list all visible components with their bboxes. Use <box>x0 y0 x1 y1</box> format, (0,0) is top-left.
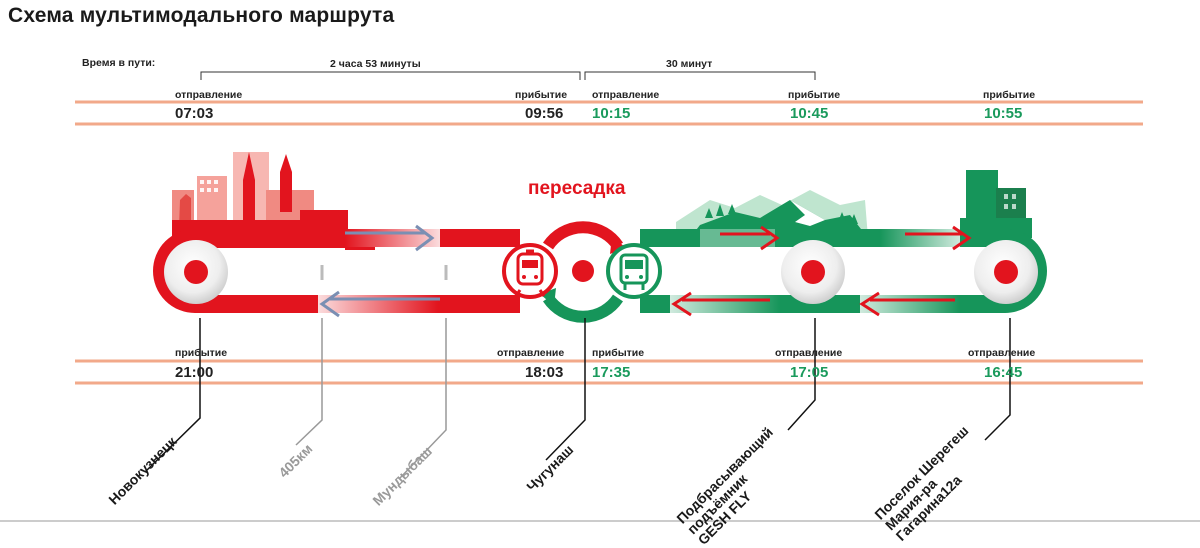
forward-departure-label-1: отправление <box>175 89 243 101</box>
bus-icon <box>606 243 662 299</box>
timeline-return <box>75 359 1143 385</box>
arrow-forward-train <box>345 224 435 252</box>
route-diagram <box>0 71 1200 522</box>
return-time-3: 17:35 <box>592 364 631 381</box>
arrow-forward-bus-1 <box>720 225 780 251</box>
return-arrival-label-1: прибытие <box>175 347 228 359</box>
page-title: Схема мультимодального маршрута <box>8 4 395 27</box>
return-departure-label-4: отправление <box>775 347 843 359</box>
train-icon <box>502 243 558 299</box>
forward-arrival-label-4: прибытие <box>788 89 841 101</box>
forward-time-5: 10:55 <box>984 105 1023 122</box>
arrow-return-bus-2 <box>859 291 955 317</box>
forward-time-1: 07:03 <box>175 105 214 122</box>
timeline-forward <box>75 100 1143 126</box>
mountain-illustration <box>676 190 868 238</box>
return-time-5: 16:45 <box>984 364 1023 381</box>
travel-time-bracket-2 <box>584 71 816 80</box>
travel-time-label: Время в пути: <box>82 57 156 69</box>
return-departure-label-2: отправление <box>497 347 565 359</box>
forward-arrival-label-2: прибытие <box>515 89 568 101</box>
station-novokuznetsk <box>164 240 228 304</box>
station-lift <box>781 240 845 304</box>
return-time-4: 17:05 <box>790 364 829 381</box>
forward-time-4: 10:45 <box>790 105 829 122</box>
arrow-forward-bus-2 <box>905 225 972 251</box>
stop-leader-lines <box>144 318 1011 479</box>
transfer-hub <box>540 221 626 323</box>
travel-time-segment2: 30 минут <box>666 58 713 70</box>
transfer-label: пересадка <box>528 178 626 199</box>
forward-time-3: 10:15 <box>592 105 631 122</box>
travel-time-bracket-1 <box>200 71 581 80</box>
forward-arrival-label-5: прибытие <box>983 89 1036 101</box>
forward-departure-label-3: отправление <box>592 89 660 101</box>
arrow-return-train <box>319 290 440 318</box>
return-arrival-label-3: прибытие <box>592 347 645 359</box>
resort-building-illustration <box>960 170 1032 238</box>
return-time-1: 21:00 <box>175 364 214 381</box>
return-departure-label-5: отправление <box>968 347 1036 359</box>
station-sheregesh <box>974 240 1038 304</box>
return-time-2: 18:03 <box>525 364 564 381</box>
arrow-return-bus-1 <box>671 291 770 317</box>
travel-time-segment1: 2 часа 53 минуты <box>330 58 421 70</box>
forward-time-2: 09:56 <box>525 105 564 122</box>
